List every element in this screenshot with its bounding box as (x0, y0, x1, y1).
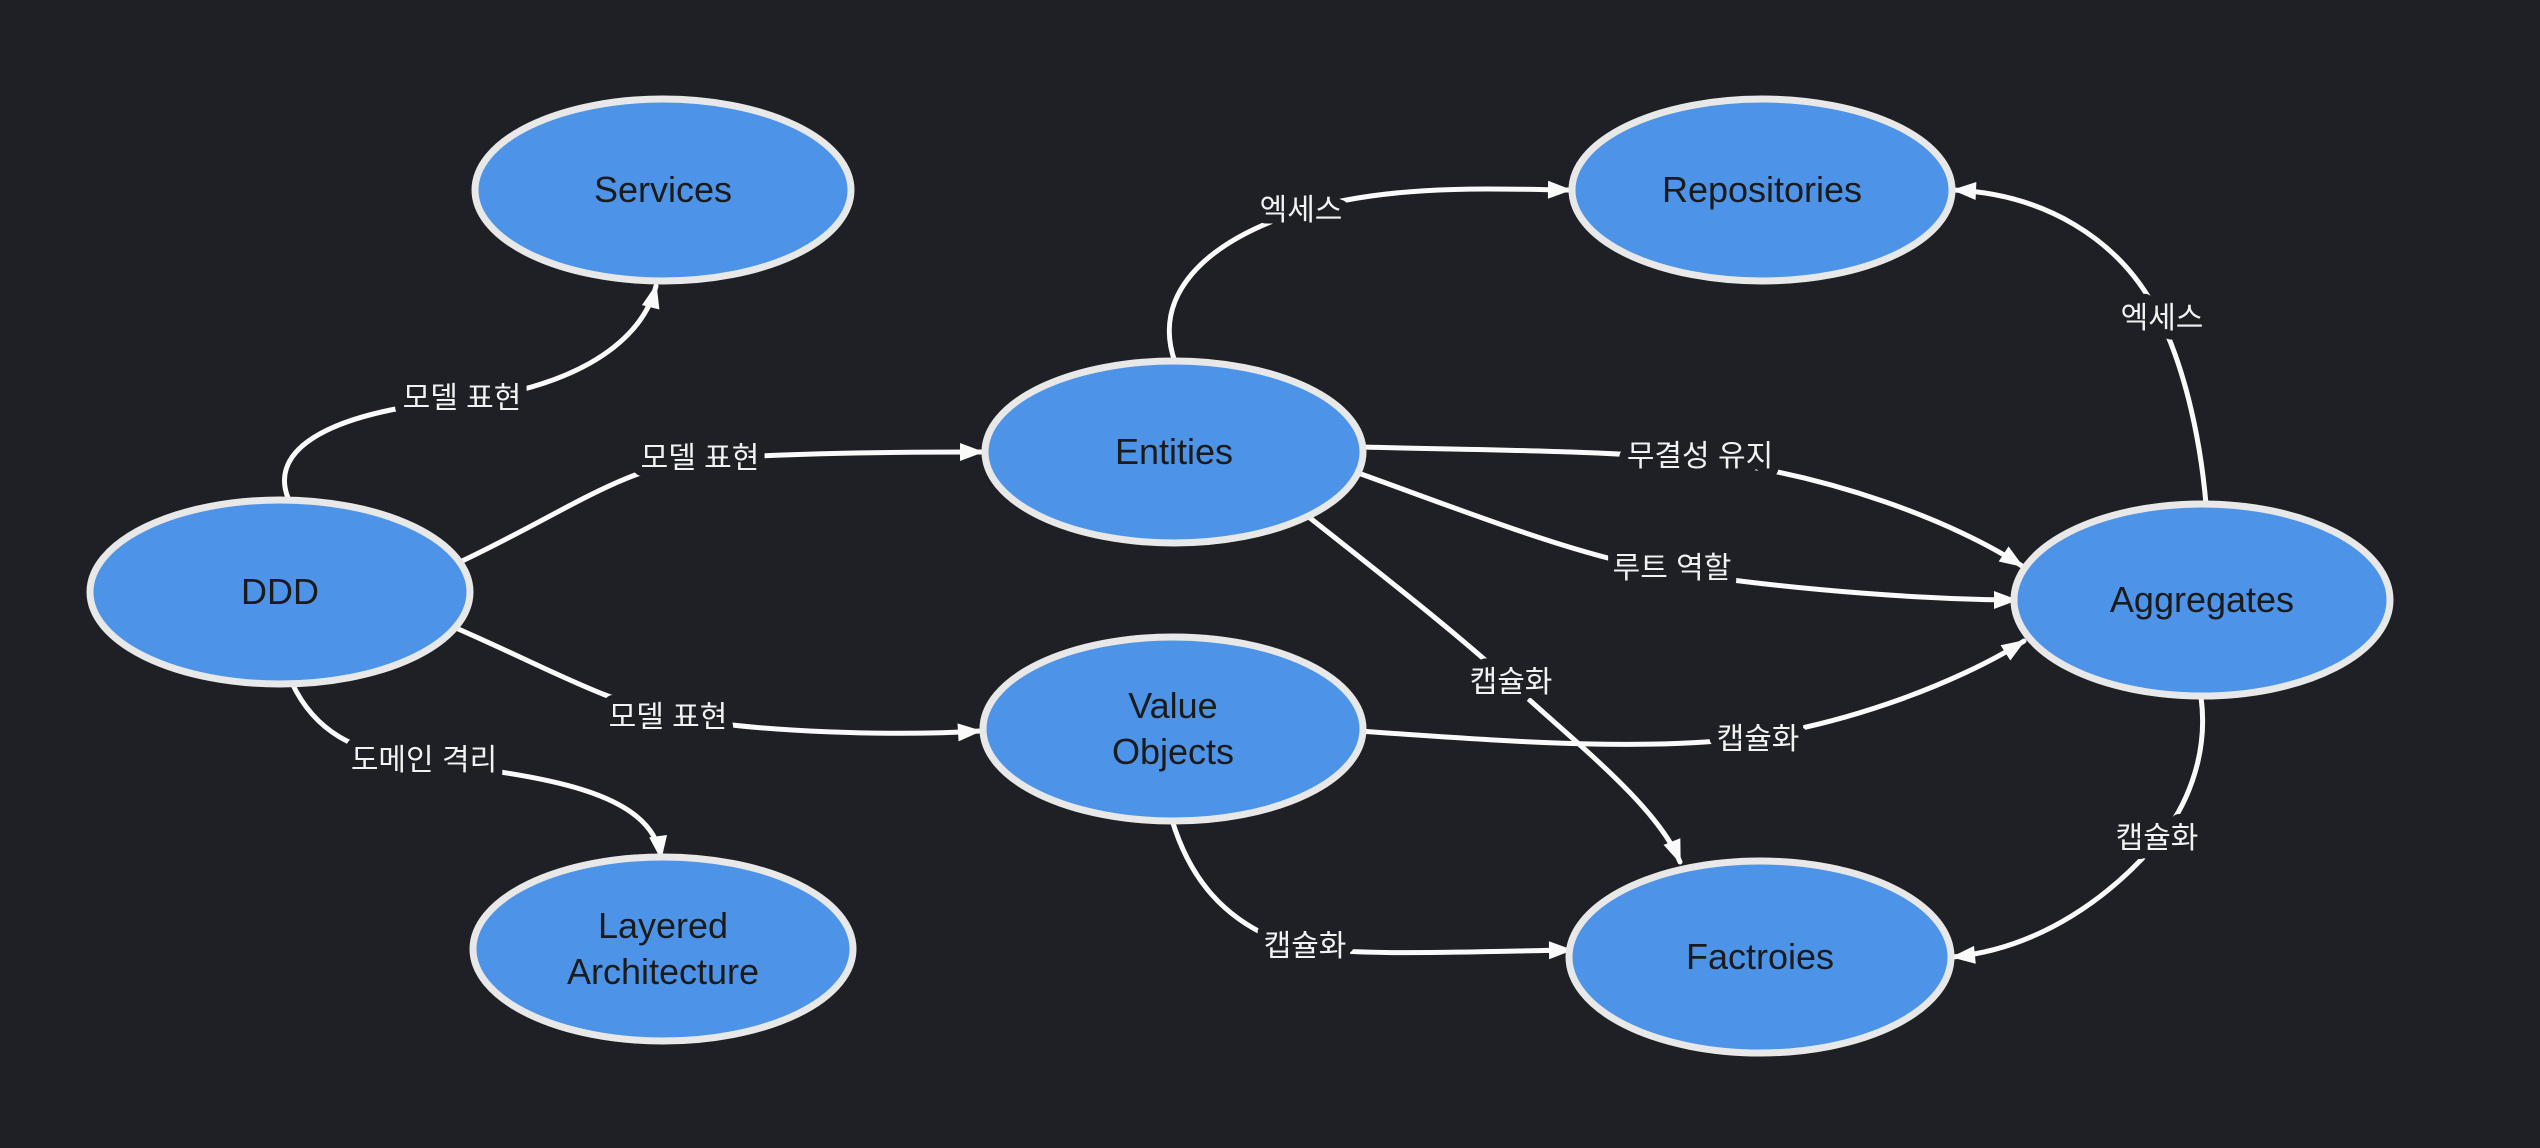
edge-label-entities-to-factroies: 캡슐화 (1470, 666, 1553, 699)
node-ellipse-repositories (1568, 95, 1956, 285)
edge-label-ddd-to-entities: 모델 표현 (641, 442, 760, 475)
node-label-line: Repositories (1662, 169, 1862, 210)
node-factroies: Factroies (1565, 857, 1955, 1057)
edge-entities-to-factroies (1307, 515, 1683, 865)
node-label-ddd: DDD (241, 571, 319, 612)
node-label-aggregates: Aggregates (2110, 579, 2294, 620)
edge-aggregates-to-factroies (1950, 694, 2206, 964)
edge-label-entities-to-repositories: 엑세스 (1260, 194, 1343, 227)
edge-label-value-objects-to-aggregates: 캡슐화 (1717, 723, 1800, 756)
edge-label-ddd-to-services: 모델 표현 (403, 382, 522, 415)
node-label-line: Value (1128, 685, 1217, 726)
node-label-line: DDD (241, 571, 319, 612)
node-label-line: Architecture (567, 951, 759, 992)
edge-entities-to-repositories (1166, 180, 1573, 365)
edge-label-ddd-to-layered-architecture: 도메인 격리 (351, 744, 497, 777)
node-label-line: Services (594, 169, 732, 210)
node-ellipse-layered-architecture (469, 853, 857, 1045)
node-label-entities: Entities (1115, 431, 1233, 472)
node-ellipse-value-objects (979, 633, 1367, 825)
node-aggregates: Aggregates (2010, 500, 2394, 700)
node-label-line: Objects (1112, 731, 1234, 772)
edge-value-objects-to-factroies (1169, 817, 1574, 960)
edge-label-aggregates-to-repositories: 엑세스 (2121, 302, 2204, 335)
edge-label-value-objects-to-factroies: 캡슐화 (1264, 930, 1347, 963)
edges-layer (282, 180, 2209, 964)
edge-aggregates-to-repositories (1951, 181, 2209, 507)
node-label-repositories: Repositories (1662, 169, 1862, 210)
node-label-line: Entities (1115, 431, 1233, 472)
node-ellipse-services (471, 95, 855, 285)
edge-entities-to-aggregates (1359, 444, 2025, 569)
node-ddd: DDD (86, 496, 474, 688)
edge-value-objects-to-aggregates (1357, 638, 2027, 747)
edge-entities-to-aggregates (1358, 471, 2019, 609)
node-ellipse-aggregates (2010, 500, 2394, 700)
node-label-factroies: Factroies (1686, 936, 1834, 977)
edge-ddd-to-value-objects (453, 625, 983, 742)
edge-label-entities-to-aggregates: 무결성 유지 (1627, 440, 1773, 473)
node-label-line: Layered (598, 905, 728, 946)
edge-ddd-to-entities (457, 443, 985, 565)
node-services: Services (471, 95, 855, 285)
edge-label-entities-to-aggregates: 루트 역할 (1613, 552, 1732, 585)
node-entities: Entities (981, 357, 1367, 547)
node-ellipse-ddd (86, 496, 474, 688)
node-label-line: Factroies (1686, 936, 1834, 977)
node-repositories: Repositories (1568, 95, 1956, 285)
node-label-services: Services (594, 169, 732, 210)
edge-ddd-to-services (282, 283, 660, 511)
edge-ddd-to-layered-architecture (289, 680, 667, 861)
node-label-line: Aggregates (2110, 579, 2294, 620)
edge-label-ddd-to-value-objects: 모델 표현 (609, 701, 728, 734)
edge-label-aggregates-to-factroies: 캡슐화 (2116, 822, 2199, 855)
node-ellipse-factroies (1565, 857, 1955, 1057)
node-ellipse-entities (981, 357, 1367, 547)
